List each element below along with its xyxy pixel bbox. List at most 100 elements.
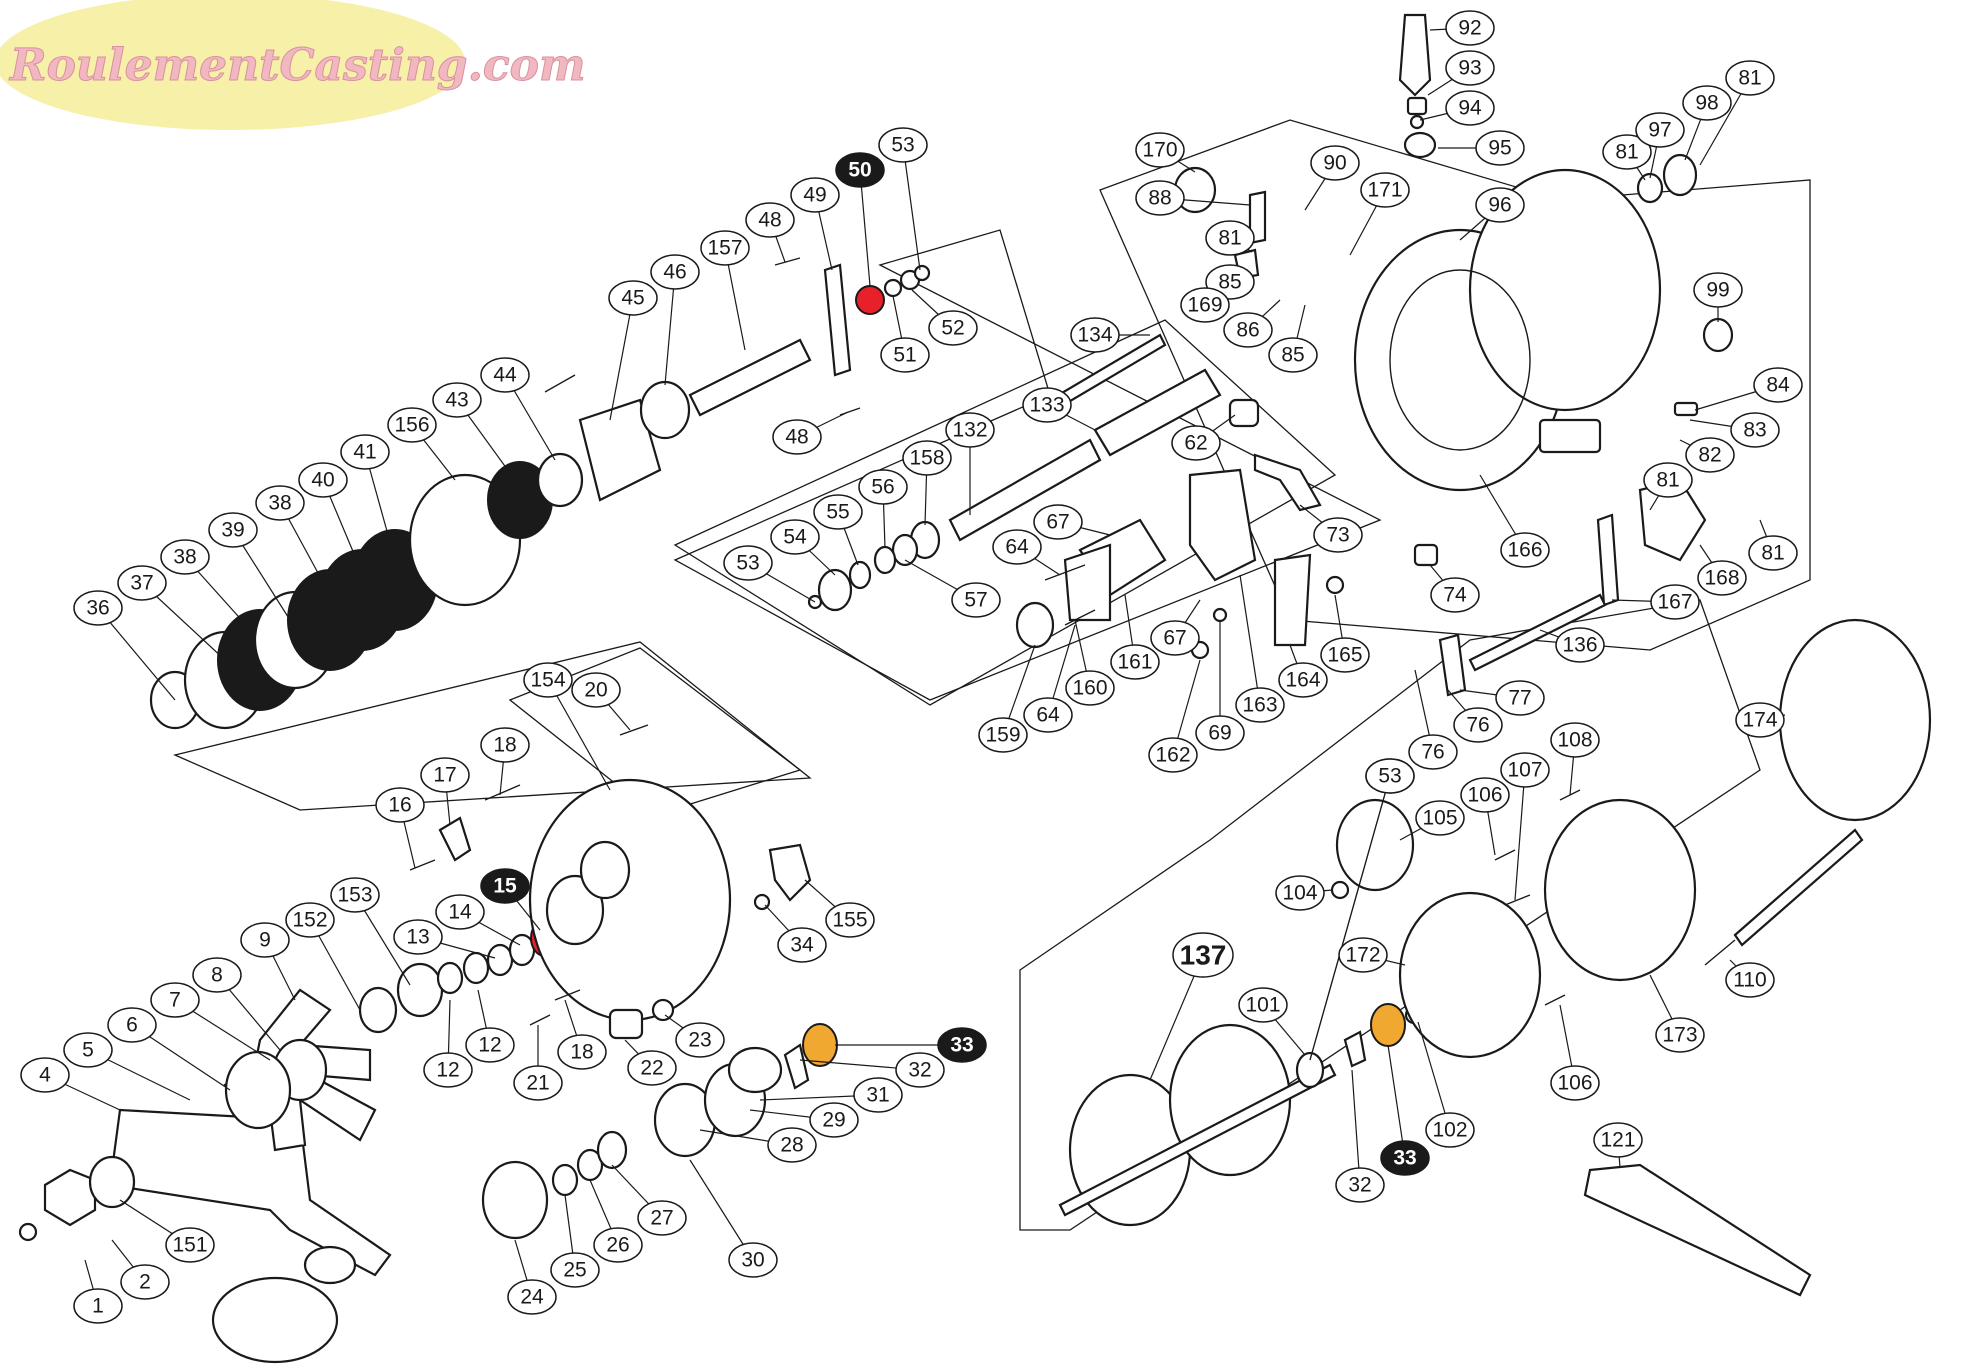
ratchet-45 (578, 398, 662, 502)
callout-bubble (1602, 134, 1652, 170)
leader-line-p45 (609, 297, 634, 421)
callout-bubble (1135, 180, 1185, 216)
callout-bubble (1275, 875, 1325, 911)
callout-number: 169 (1187, 294, 1222, 317)
lever-17 (438, 816, 472, 862)
callout-number: 159 (985, 724, 1020, 747)
part-callout-24: 24 (507, 1279, 557, 1315)
callout-number: 152 (292, 909, 327, 932)
bearing-33b-highlight (1370, 1003, 1406, 1047)
callout-bubble (813, 494, 863, 530)
callout-bubble (1725, 962, 1775, 998)
part-callout-76: 76 (1408, 734, 1458, 770)
part-callout-161: 161 (1110, 644, 1160, 680)
part-callout-67b: 67 (1150, 620, 1200, 656)
part-callout-40: 40 (298, 462, 348, 498)
part-callout-25: 25 (550, 1252, 600, 1288)
callout-number: 134 (1077, 324, 1112, 347)
callout-bubble (895, 1052, 945, 1088)
callout-number: 1 (92, 1295, 104, 1318)
part-callout-36: 36 (73, 590, 123, 626)
callout-bubble (1550, 1065, 1600, 1101)
cam-plate-155 (768, 843, 812, 902)
part-callout-163: 163 (1235, 687, 1285, 723)
callout-number: 7 (169, 989, 181, 1012)
tube-133 (1093, 368, 1222, 457)
part-callout-50: 50 (835, 152, 885, 188)
part-callout-13: 13 (393, 919, 443, 955)
callout-bubble (723, 545, 773, 581)
part-callout-48b: 48 (772, 419, 822, 455)
part-callout-51: 51 (880, 337, 930, 373)
part-callout-7: 7 (150, 982, 200, 1018)
part-callout-52: 52 (928, 310, 978, 346)
callout-bubble (1697, 560, 1747, 596)
part-callout-160: 160 (1065, 670, 1115, 706)
part-callout-26: 26 (593, 1227, 643, 1263)
callout-number: 16 (388, 794, 411, 817)
callout-number: 5 (82, 1039, 94, 1062)
part-callout-76b: 76 (1453, 707, 1503, 743)
part-callout-108: 108 (1550, 722, 1600, 758)
part-callout-32: 32 (895, 1052, 945, 1088)
callout-number: 32 (1348, 1174, 1371, 1197)
callout-bubble (627, 1050, 677, 1086)
callout-number: 15 (493, 875, 517, 898)
screw-7-8 (544, 374, 576, 393)
drag-spring (358, 986, 398, 1034)
callout-number: 95 (1488, 137, 1511, 160)
callout-bubble (1238, 987, 1288, 1023)
bracket-164 (1273, 553, 1312, 647)
callout-number: 40 (311, 469, 334, 492)
callout-number: 98 (1695, 92, 1718, 115)
callout-number: 166 (1507, 539, 1542, 562)
callout-number: 13 (406, 926, 429, 949)
part-callout-73: 73 (1313, 517, 1363, 553)
cast-control-assembly (481, 1023, 838, 1240)
right-frame (1019, 599, 1761, 1231)
callout-bubble (825, 902, 875, 938)
part-callout-45: 45 (608, 280, 658, 316)
plate-49 (823, 263, 852, 377)
callout-bubble (208, 512, 258, 548)
callout-bubble (73, 1288, 123, 1324)
part-callout-95: 95 (1475, 130, 1525, 166)
ring-23 (651, 998, 675, 1022)
part-callout-28: 28 (767, 1127, 817, 1163)
callout-bubble (1195, 715, 1245, 751)
callout-number: 173 (1662, 1024, 1697, 1047)
part-callout-174: 174 (1735, 702, 1785, 738)
part-callout-167: 167 (1650, 584, 1700, 620)
callout-bubble (1148, 737, 1198, 773)
callout-bubble (1430, 577, 1480, 613)
part-callout-173: 173 (1655, 1017, 1705, 1053)
callout-bubble (420, 757, 470, 793)
part-callout-82: 82 (1685, 437, 1735, 473)
callout-number: 45 (621, 287, 644, 310)
callout-bubble (902, 440, 952, 476)
callout-number: 74 (1443, 584, 1467, 607)
drag-washer-large (224, 1050, 292, 1130)
brake-32b (1343, 1030, 1367, 1068)
part-callout-151: 151 (165, 1227, 215, 1263)
callout-number: 48 (758, 209, 781, 232)
part-callout-102: 102 (1425, 1112, 1475, 1148)
callout-number: 12 (478, 1034, 501, 1057)
callout-number: 32 (908, 1059, 931, 1082)
callout-bubble (1205, 220, 1255, 256)
callout-number: 52 (941, 317, 964, 340)
callout-bubble (285, 902, 335, 938)
callout-number: 81 (1656, 469, 1679, 492)
part-callout-54: 54 (770, 519, 820, 555)
callout-number: 92 (1458, 17, 1481, 40)
callout-number: 167 (1657, 591, 1692, 614)
callout-number: 56 (871, 476, 894, 499)
callout-bubble (523, 662, 573, 698)
callout-number: 46 (663, 261, 686, 284)
callout-number: 97 (1648, 119, 1671, 142)
part-callout-21: 21 (513, 1065, 563, 1101)
callout-bubble (1135, 132, 1185, 168)
plate-77 (1438, 633, 1467, 697)
callout-number: 161 (1117, 651, 1152, 674)
spring-64a (1044, 564, 1086, 581)
